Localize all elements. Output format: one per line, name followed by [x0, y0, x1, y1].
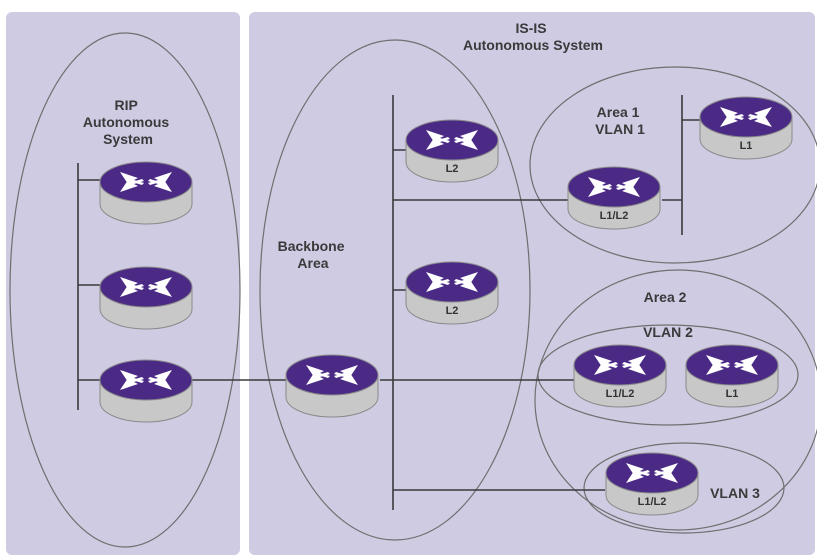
- isis-title-line1: IS-IS: [515, 20, 546, 36]
- router-vlan2-l1-label: L1: [726, 388, 739, 400]
- vlan3-ellipse: [583, 442, 785, 534]
- router-backbone-edge: [285, 354, 379, 418]
- isis-title: IS-IS Autonomous System: [463, 20, 603, 53]
- backbone-label-line2: Area: [297, 255, 328, 271]
- vlan2-ellipse: [537, 324, 799, 426]
- router-area1-l1: L1: [699, 96, 793, 160]
- network-links: [77, 95, 700, 510]
- rip-title-line2: Autonomous: [83, 114, 170, 130]
- router-bb-l2-mid: L2: [405, 261, 499, 325]
- router-vlan2-l1: L1: [685, 344, 779, 408]
- backbone-label-line1: Backbone: [278, 238, 345, 254]
- router-area1-l1l2: L1/L2: [567, 166, 661, 230]
- area1-label-line1: Area 1: [597, 104, 640, 120]
- router-vlan3-l1l2-label: L1/L2: [638, 496, 667, 508]
- router-bb-l2-top: L2: [405, 119, 499, 183]
- router-bb-l2-top-label: L2: [446, 163, 459, 175]
- router-rip-2: [99, 266, 193, 330]
- backbone-ellipse: [259, 39, 531, 541]
- backbone-label: Backbone Area: [278, 238, 349, 271]
- isis-title-line2: Autonomous System: [463, 37, 603, 53]
- router-vlan3-l1l2: L1/L2: [605, 452, 699, 516]
- area2-ellipse: [534, 269, 817, 531]
- router-vlan2-l1l2-label: L1/L2: [606, 388, 635, 400]
- rip-ellipse: [9, 32, 241, 548]
- router-rip-3: [99, 359, 193, 423]
- area1-label-line2: VLAN 1: [595, 121, 645, 137]
- vlan2-label: VLAN 2: [643, 324, 693, 340]
- area2-label: Area 2: [644, 289, 687, 305]
- isis-panel: [249, 12, 815, 555]
- rip-title-line1: RIP: [115, 97, 138, 113]
- area1-label: Area 1 VLAN 1: [595, 104, 645, 137]
- router-area1-l1-label: L1: [740, 140, 753, 152]
- router-rip-1: [99, 161, 193, 225]
- router-vlan2-l1l2: L1/L2: [573, 344, 667, 408]
- area1-ellipse: [529, 66, 817, 264]
- router-bb-l2-mid-label: L2: [446, 305, 459, 317]
- rip-title-line3: System: [103, 131, 153, 147]
- router-area1-l1l2-label: L1/L2: [600, 210, 629, 222]
- rip-title: RIP Autonomous System: [83, 97, 173, 147]
- vlan3-label: VLAN 3: [710, 485, 760, 501]
